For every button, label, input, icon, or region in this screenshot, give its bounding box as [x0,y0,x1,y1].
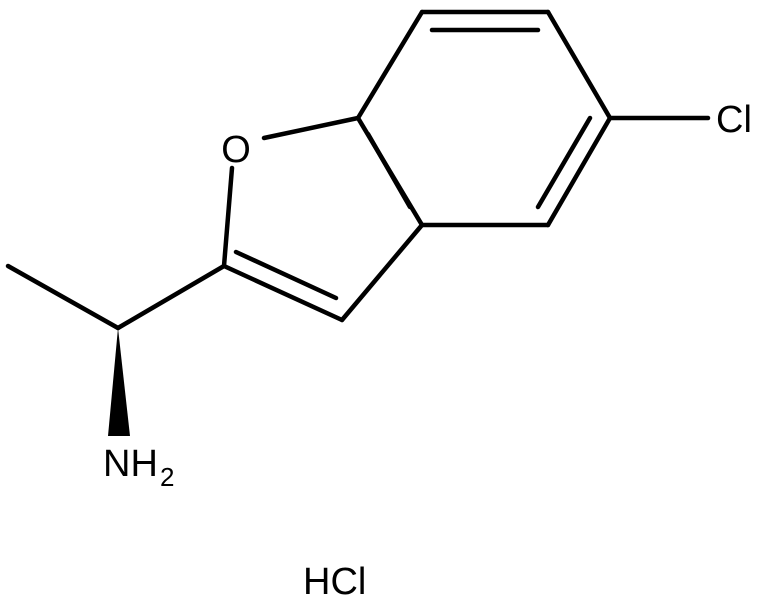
bond-c5-c4 [545,115,613,228]
bond-c3a-c7a-inner [365,131,413,210]
bond-c3-c3a [339,222,425,323]
bond-c6-c5 [545,9,613,121]
bond-c2-calpha [115,263,227,331]
bond-c2-c3 [221,263,345,323]
salt-label: HCl [303,561,366,603]
chlorine-label: Cl [716,99,752,141]
furan-ring [221,115,425,323]
oxygen-label: O [221,129,251,171]
bond-c5-c4-inner [535,115,593,210]
bond-c7a-o1 [261,115,361,141]
amine-label: NH [103,443,158,485]
bond-o1-c2 [221,165,235,269]
bond-c7a-c7 [355,9,425,121]
benzene-ring [355,9,613,228]
wedge-bond-calpha-n [108,328,130,436]
amine-subscript: 2 [160,462,174,492]
bond-c2-c3-inner [233,249,339,301]
bond-calpha-methyl [5,263,121,331]
